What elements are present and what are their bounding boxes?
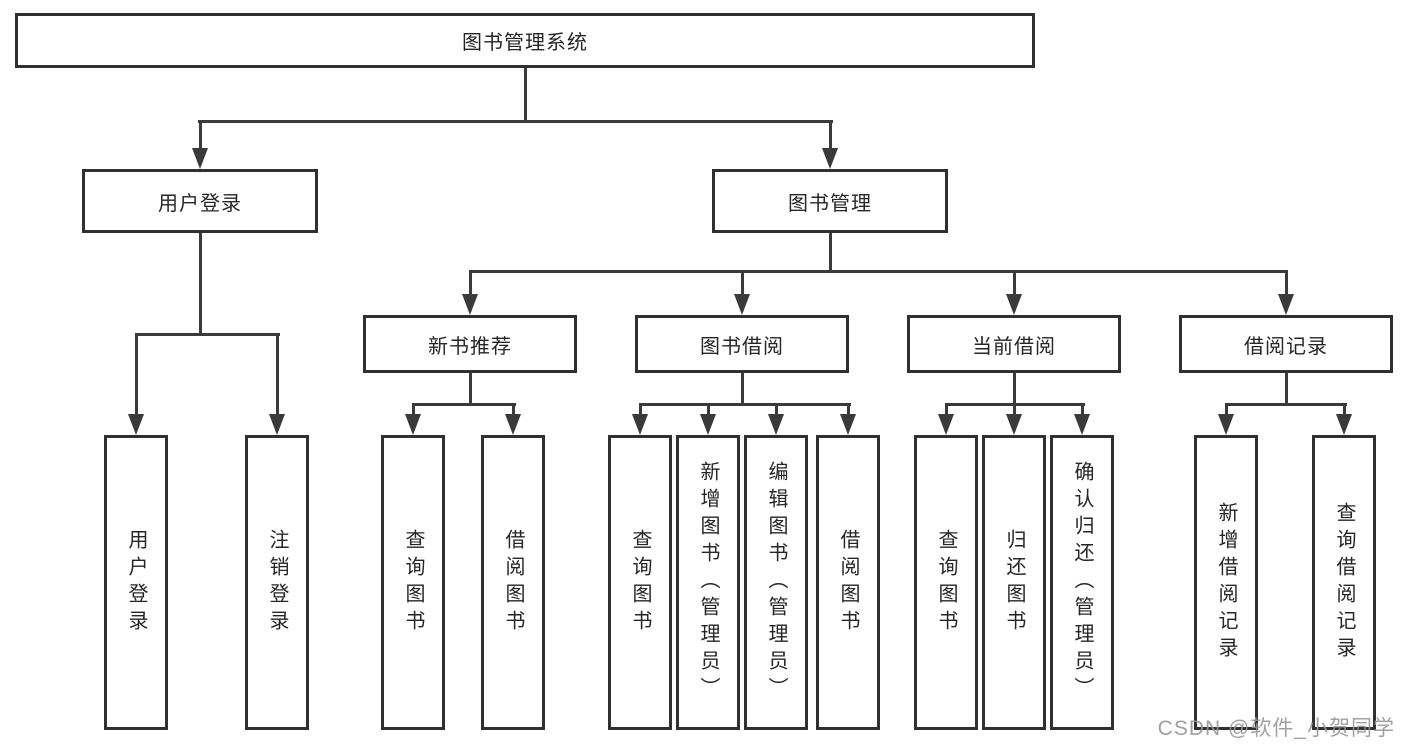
- leaf-bb-query-books: 查询图书: [608, 435, 672, 730]
- leaf-nb-query-books-label: 查询图书: [402, 528, 424, 637]
- node-root-label: 图书管理系统: [462, 32, 588, 54]
- leaf-logout-label: 注销登录: [266, 528, 288, 637]
- connector-current-borrow-trunk: [1013, 373, 1016, 405]
- arrowhead-book-mgmt: [822, 148, 838, 169]
- leaf-nb-query-books: 查询图书: [381, 435, 445, 730]
- connector-stem-leaf-logout: [276, 333, 279, 417]
- connector-stem-cb-confirm: [1081, 403, 1084, 419]
- connector-stem-user-login: [199, 120, 202, 150]
- leaf-br-query-record: 查询借阅记录: [1312, 435, 1376, 730]
- arrowhead-book-borrow: [734, 294, 750, 315]
- arrowhead-bb-add: [700, 414, 716, 435]
- leaf-bb-edit-books-label: 编辑图书（管理员）: [765, 461, 787, 704]
- arrowhead-bb-borrow: [840, 414, 856, 435]
- arrowhead-current-borrow: [1006, 294, 1022, 315]
- arrowhead-user-login: [192, 148, 208, 169]
- connector-new-books-split: [412, 403, 516, 406]
- node-new-book-recommend-label: 新书推荐: [428, 335, 512, 358]
- arrowhead-bb-edit: [768, 414, 784, 435]
- arrowhead-leaf-logout: [269, 414, 285, 435]
- leaf-bb-add-books: 新增图书（管理员）: [676, 435, 740, 730]
- connector-stem-book-mgmt: [829, 120, 832, 150]
- connector-stem-br-query: [1343, 403, 1346, 419]
- node-user-login: 用户登录: [82, 169, 318, 233]
- node-new-book-recommend: 新书推荐: [363, 315, 577, 373]
- connector-book-borrow-split: [639, 403, 851, 406]
- connector-stem-bb-edit: [775, 403, 778, 419]
- node-borrow-records-label: 借阅记录: [1244, 335, 1328, 358]
- leaf-bb-add-books-label: 新增图书（管理员）: [697, 461, 719, 704]
- node-current-borrowing-label: 当前借阅: [972, 335, 1056, 358]
- leaf-br-add-record-label: 新增借阅记录: [1215, 501, 1237, 664]
- leaf-cb-return-books-label: 归还图书: [1003, 528, 1025, 637]
- arrowhead-bb-query: [632, 414, 648, 435]
- connector-stem-current-borrow: [1013, 270, 1016, 297]
- connector-stem-cb-return: [1013, 403, 1016, 419]
- node-book-borrowing-label: 图书借阅: [700, 335, 784, 358]
- node-current-borrowing: 当前借阅: [907, 315, 1121, 373]
- connector-new-books-trunk: [469, 373, 472, 405]
- arrowhead-cb-return: [1006, 414, 1022, 435]
- connector-borrow-records-trunk: [1285, 373, 1288, 405]
- connector-book-borrow-trunk: [741, 373, 744, 405]
- node-borrow-records: 借阅记录: [1179, 315, 1393, 373]
- leaf-cb-confirm-return: 确认归还（管理员）: [1050, 435, 1114, 730]
- leaf-logout: 注销登录: [245, 435, 309, 730]
- node-user-login-label: 用户登录: [158, 192, 242, 215]
- connector-book-mgmt-split: [469, 270, 1288, 273]
- node-book-borrowing: 图书借阅: [635, 315, 849, 373]
- leaf-bb-edit-books: 编辑图书（管理员）: [744, 435, 808, 730]
- connector-stem-bb-borrow: [847, 403, 850, 419]
- arrowhead-new-books: [462, 294, 478, 315]
- connector-stem-nb-borrow: [512, 403, 515, 419]
- connector-stem-new-books: [469, 270, 472, 297]
- arrowhead-nb-query: [405, 414, 421, 435]
- connector-root-split: [198, 120, 833, 123]
- connector-stem-bb-add: [707, 403, 710, 419]
- connector-stem-leaf-user-login: [135, 333, 138, 417]
- arrowhead-leaf-user-login: [128, 414, 144, 435]
- connector-stem-borrow-records: [1285, 270, 1288, 297]
- arrowhead-cb-query: [938, 414, 954, 435]
- leaf-nb-borrow-books-label: 借阅图书: [502, 528, 524, 637]
- connector-stem-br-add: [1225, 403, 1228, 419]
- connector-user-login-split: [135, 333, 280, 336]
- arrowhead-nb-borrow: [505, 414, 521, 435]
- node-root: 图书管理系统: [15, 13, 1035, 68]
- leaf-cb-query-books: 查询图书: [914, 435, 978, 730]
- connector-stem-book-borrow: [741, 270, 744, 297]
- arrowhead-borrow-records: [1278, 294, 1294, 315]
- connector-book-mgmt-trunk: [829, 233, 832, 272]
- arrowhead-cb-confirm: [1074, 414, 1090, 435]
- leaf-br-add-record: 新增借阅记录: [1194, 435, 1258, 730]
- arrowhead-br-add: [1218, 414, 1234, 435]
- leaf-cb-query-books-label: 查询图书: [935, 528, 957, 637]
- leaf-user-login: 用户登录: [104, 435, 168, 730]
- connector-stem-bb-query: [639, 403, 642, 419]
- node-book-management-label: 图书管理: [788, 192, 872, 215]
- leaf-bb-borrow-books: 借阅图书: [816, 435, 880, 730]
- connector-borrow-records-split: [1225, 403, 1347, 406]
- leaf-bb-query-books-label: 查询图书: [629, 528, 651, 637]
- leaf-cb-return-books: 归还图书: [982, 435, 1046, 730]
- leaf-nb-borrow-books: 借阅图书: [481, 435, 545, 730]
- arrowhead-br-query: [1336, 414, 1352, 435]
- leaf-user-login-label: 用户登录: [125, 528, 147, 637]
- leaf-br-query-record-label: 查询借阅记录: [1333, 501, 1355, 664]
- connector-stem-cb-query: [945, 403, 948, 419]
- leaf-bb-borrow-books-label: 借阅图书: [837, 528, 859, 637]
- connector-stem-nb-query: [412, 403, 415, 419]
- connector-user-login-trunk: [199, 233, 202, 335]
- leaf-cb-confirm-return-label: 确认归还（管理员）: [1071, 461, 1093, 704]
- connector-root-trunk: [524, 68, 527, 122]
- node-book-management: 图书管理: [712, 169, 948, 233]
